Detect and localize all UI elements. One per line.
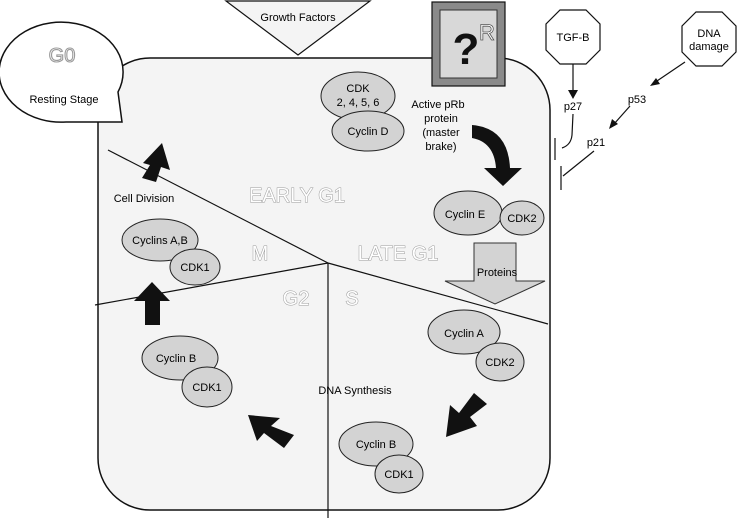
dna-damage-octagon: DNA damage	[681, 11, 737, 67]
cdk1-g2-label: CDK1	[192, 382, 221, 394]
divider-early-late	[107, 149, 329, 264]
svg-text:protein: protein	[424, 113, 458, 125]
svg-text:Active pRb: Active pRb	[411, 99, 464, 111]
restriction-r-label: R	[479, 20, 495, 45]
question-mark-icon: ?	[453, 25, 480, 74]
curved-arrow-icon	[472, 125, 522, 186]
cyclin-b-s-label: Cyclin B	[356, 439, 396, 451]
divider-late-s	[327, 262, 549, 325]
phase-early-g1: EARLY G1	[249, 185, 345, 207]
inhibitor-pathway: p27 p53 p21	[554, 61, 686, 190]
divider-m-g2	[94, 262, 329, 306]
cyclin-b-cdk1-g2-complex: Cyclin B CDK1	[141, 335, 233, 408]
dna-synthesis-label: DNA Synthesis	[318, 385, 392, 397]
dna-damage-label-2: damage	[689, 41, 729, 53]
p21-label: p21	[587, 137, 605, 149]
cyclins-ab-label: Cyclins A,B	[132, 235, 188, 247]
tgfb-label: TGF-B	[557, 32, 590, 44]
dna-damage-label-1: DNA	[697, 28, 721, 40]
cyclin-e-cdk2-complex: Cyclin E CDK2	[433, 190, 545, 236]
proteins-label: Proteins	[477, 267, 518, 279]
cdk-cyclin-d-complex: CDK 2, 4, 5, 6 Cyclin D	[320, 71, 405, 152]
restriction-point-box: ? R	[431, 1, 506, 87]
tgfb-octagon: TGF-B	[545, 9, 601, 65]
phase-late-g1: LATE G1	[358, 243, 439, 265]
g0-subtitle: Resting Stage	[29, 94, 98, 106]
cyclin-a-cdk2-complex: Cyclin A CDK2	[427, 309, 525, 382]
svg-text:(master: (master	[422, 127, 460, 139]
g0-bubble: G0 Resting Stage	[0, 21, 124, 123]
arrow-s-down-icon	[446, 393, 487, 437]
phase-g2: G2	[283, 288, 310, 310]
phase-s: S	[345, 288, 358, 310]
arrow-m-up-icon	[134, 282, 170, 325]
cyclin-b-cdk1-s-complex: Cyclin B CDK1	[338, 421, 424, 494]
p27-label: p27	[564, 101, 582, 113]
cdk-early-label-2: 2, 4, 5, 6	[337, 97, 380, 109]
cell-division-label: Cell Division	[114, 193, 175, 205]
cyclin-e-label: Cyclin E	[445, 209, 485, 221]
cdk1-s-label: CDK1	[384, 469, 413, 481]
growth-factors-arrow: Growth Factors	[224, 0, 372, 56]
arrow-division-up-icon	[142, 143, 170, 182]
phase-m: M	[252, 243, 269, 265]
cdk1-m-label: CDK1	[180, 262, 209, 274]
growth-factors-label: Growth Factors	[260, 12, 336, 24]
cdk2-e-label: CDK2	[507, 213, 536, 225]
active-prb-label: Active pRb protein (master brake)	[411, 99, 464, 153]
g0-title: G0	[49, 45, 76, 67]
svg-text:brake): brake)	[425, 141, 456, 153]
cyclins-ab-cdk1-m-complex: Cyclins A,B CDK1	[121, 218, 221, 286]
cyclin-d-label: Cyclin D	[348, 126, 389, 138]
proteins-arrow: Proteins	[444, 242, 546, 305]
cdk-early-label-1: CDK	[346, 83, 370, 95]
arrow-g2-up-icon	[248, 415, 294, 448]
cyclin-a-label: Cyclin A	[444, 328, 484, 340]
p53-label: p53	[628, 94, 646, 106]
cdk2-a-label: CDK2	[485, 357, 514, 369]
cyclin-b-g2-label: Cyclin B	[156, 353, 196, 365]
